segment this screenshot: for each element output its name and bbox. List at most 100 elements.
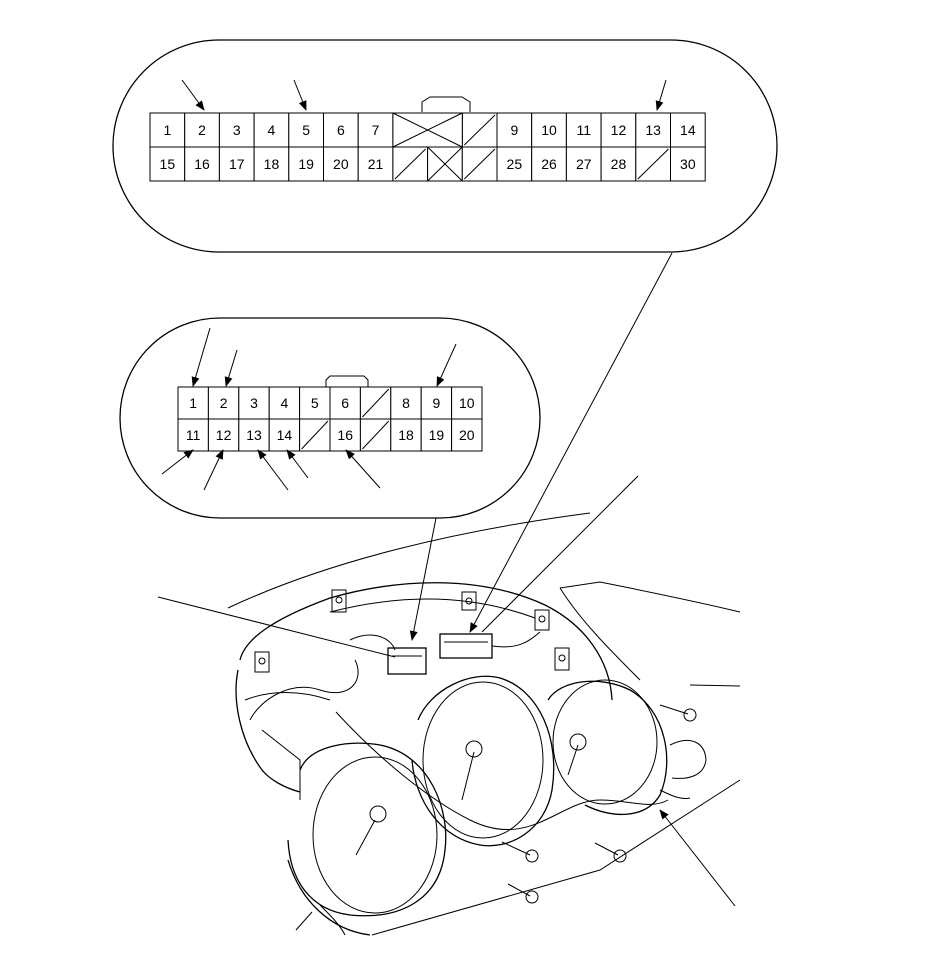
connector-a-pin-label: 20 [333, 156, 349, 172]
connector-b-pin-label: 19 [429, 427, 445, 443]
mount-tab-1 [331, 589, 347, 613]
gauge-center-bezel [411, 675, 555, 847]
connector-a-pin-label: 16 [194, 156, 210, 172]
pin-arrow-b1 [191, 327, 211, 387]
gauge-right-bezel [547, 680, 668, 815]
screw-3 [594, 842, 627, 863]
connector-b-pin-label: 1 [189, 395, 197, 411]
connector-a-cell [357, 112, 394, 148]
connector-a-cell [253, 112, 290, 148]
gauge-center-needle [461, 751, 475, 801]
connector-a-empty-pin-slash [394, 148, 426, 180]
connector-a-pin-label: 3 [233, 122, 241, 138]
connector-b-pin-label: 16 [337, 427, 353, 443]
screw-2-shaft [501, 841, 531, 856]
connector-a-pin-label: 10 [541, 122, 557, 138]
harness-wire-3 [491, 631, 541, 648]
connector-a-cell [218, 146, 255, 182]
connector-b-cell [207, 386, 240, 420]
screw-4 [507, 883, 539, 904]
housing-inner-rim [329, 598, 536, 619]
gauge-left-needle [355, 819, 376, 856]
leader-connector-b [409, 517, 437, 641]
gauge-control-unit [227, 512, 741, 936]
connector-a-cell [670, 112, 706, 148]
mount-hole-4 [258, 657, 266, 665]
connector-a-cell [670, 146, 706, 182]
screw-1-shaft [659, 704, 689, 715]
connector-b-pin-label: 6 [341, 395, 349, 411]
screw-3-shaft [594, 842, 619, 856]
unit-connector-b [387, 647, 427, 675]
mount-hole-2 [465, 597, 473, 605]
connector-b-pin-label: 14 [277, 427, 293, 443]
gauge-left-bezel-outer [287, 742, 447, 917]
gauge-left-face [312, 756, 438, 914]
connector-a-cell [149, 146, 186, 182]
screw-2 [501, 841, 539, 863]
connector-b-pin-label: 10 [459, 395, 475, 411]
gauge-left-lower-edge [287, 859, 371, 936]
connector-a-empty-pin-slash [463, 114, 496, 146]
gauge-right-needle [567, 744, 579, 776]
connector-b-empty-pin-slash [301, 420, 329, 450]
mount-hole-3 [538, 615, 546, 623]
connector-a-pin-label: 17 [229, 156, 245, 172]
unit-connector-a [439, 633, 493, 659]
connector-b-pin-label: 18 [398, 427, 414, 443]
pin-arrow-b16 [345, 449, 381, 489]
mount-tab-3 [534, 609, 550, 631]
connector-a-pin-label: 4 [268, 122, 276, 138]
housing-right-lobe [669, 740, 707, 779]
connector-b-empty-pin-slash [362, 420, 390, 450]
dash-right-edge [559, 587, 641, 681]
mount-tab-2 [461, 591, 477, 611]
connector-b-cell [390, 386, 422, 420]
connector-a-pin-label: 25 [507, 156, 523, 172]
pin-arrow-a12 [655, 79, 667, 111]
connector-a-pin-label: 28 [611, 156, 627, 172]
connector-a-cell [323, 146, 359, 182]
connector-a-cell [565, 146, 602, 182]
connector-a-pin-label: 7 [372, 122, 380, 138]
connector-b-pin-label: 9 [433, 395, 441, 411]
connector-a-cell [323, 112, 359, 148]
screw-3-head [613, 849, 627, 863]
gauge-left-hub [369, 805, 387, 823]
connector-a-pin-label: 15 [160, 156, 176, 172]
connector-a-cell [357, 146, 394, 182]
connector-a-cell [531, 146, 567, 182]
connector-a-empty-pin-slash [463, 148, 496, 180]
connector-a-pin-label: 18 [264, 156, 280, 172]
gauge-center-face [422, 681, 544, 839]
screw-2-head [525, 849, 539, 863]
pin-arrow-b11 [161, 449, 194, 475]
connector-b-pin-label: 11 [186, 427, 201, 443]
leader-callout-left [157, 596, 396, 658]
screw-1-head [683, 708, 697, 722]
connector-b-cell [177, 418, 209, 452]
connector-a-cell [635, 112, 671, 148]
connector-a-cell [184, 146, 220, 182]
connector-a-pin-label: 2 [198, 122, 206, 138]
connector-a-pin-label: 14 [680, 122, 696, 138]
connector-a-pin-label: 9 [510, 122, 518, 138]
connector-a-cell [288, 146, 324, 182]
connector-b-cell [238, 386, 270, 420]
pin-arrow-a2 [181, 79, 205, 111]
connector-a-latch [421, 96, 471, 112]
lower-support [319, 904, 346, 936]
connector-b-cell [451, 418, 483, 452]
connector-a-pin-label: 30 [680, 156, 696, 172]
connector-a-pin-label: 11 [576, 122, 591, 138]
mount-tab-5 [554, 647, 570, 671]
illumination-wire [335, 711, 669, 831]
connector-b-cell [390, 418, 422, 452]
connector-a-pin-label: 27 [576, 156, 592, 172]
pin-arrow-b13 [257, 449, 289, 491]
